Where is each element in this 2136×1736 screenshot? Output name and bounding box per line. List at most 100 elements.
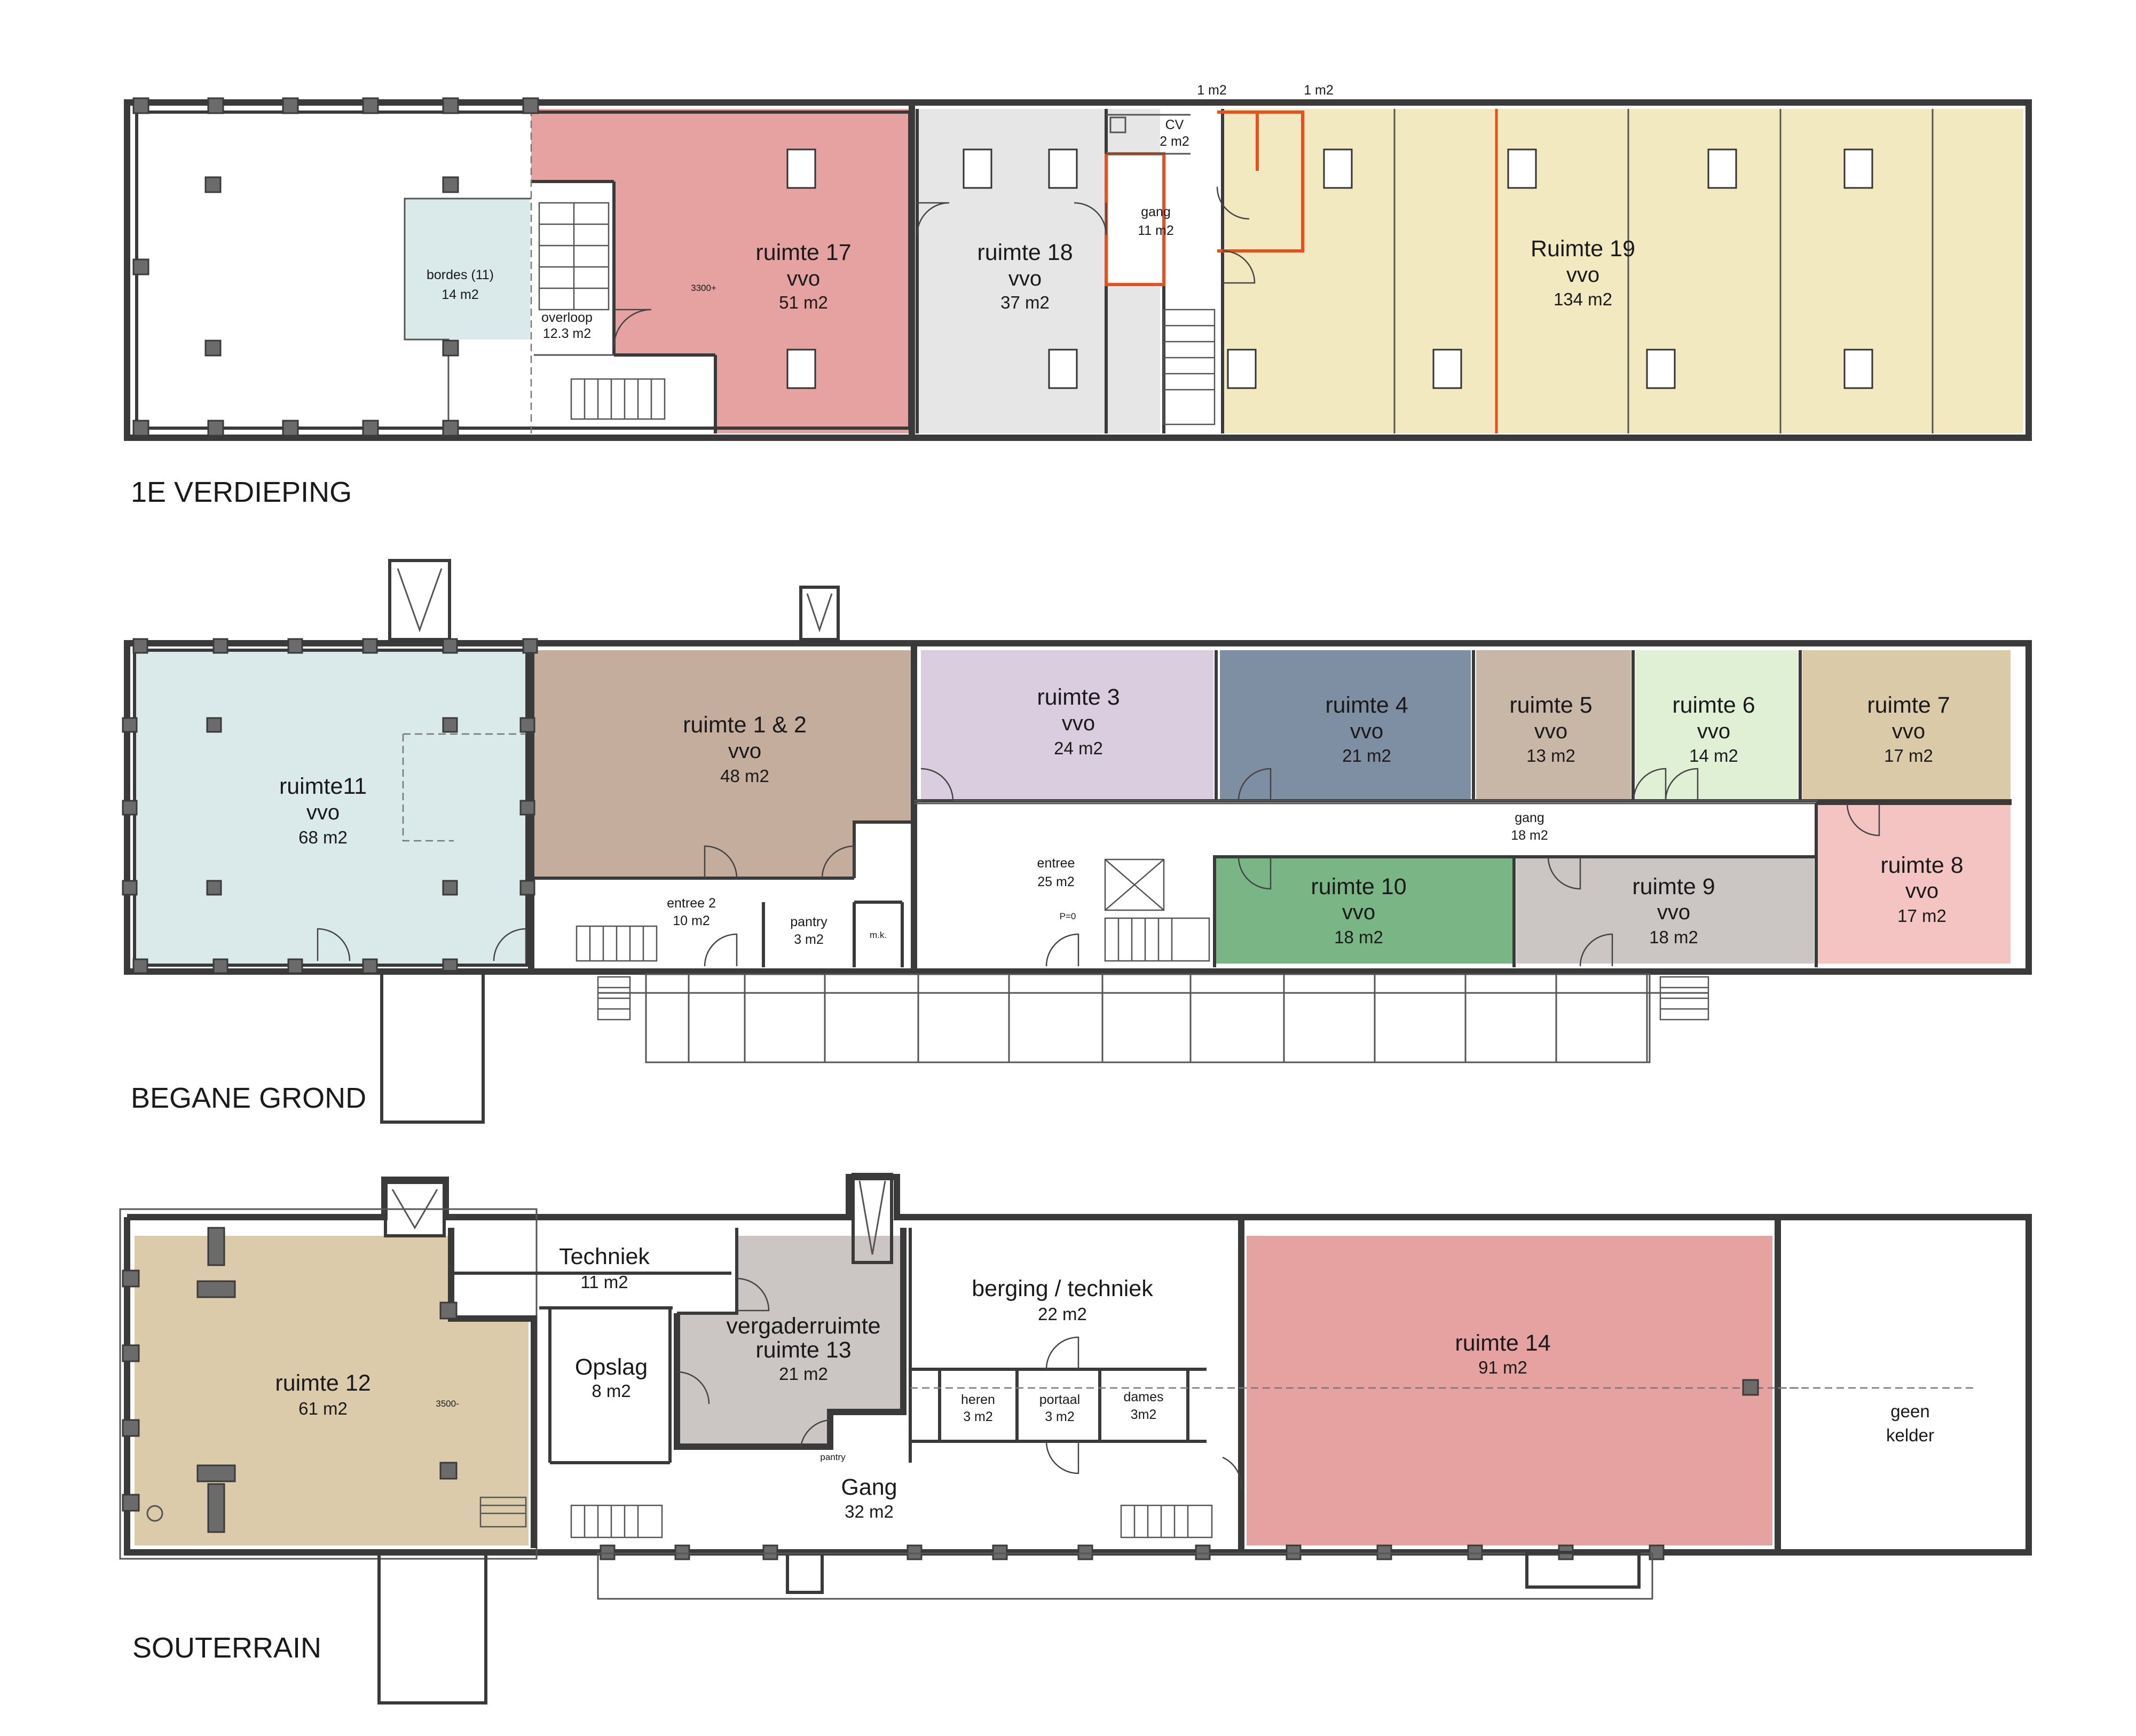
toilet-a-area: 1 m2 <box>1197 83 1227 98</box>
ruimte-4-area: 21 m2 <box>1342 746 1391 766</box>
ruimte-12-name: ruimte 12 <box>275 1370 371 1396</box>
portaal-name: portaal <box>1039 1392 1080 1407</box>
ruimte-18-use: vvo <box>1008 267 1042 290</box>
room-fill-ruimte-3 <box>921 650 1213 801</box>
overloop-area: 12.3 m2 <box>543 326 591 341</box>
dames-area: 3m2 <box>1131 1407 1157 1422</box>
opslag-area: 8 m2 <box>592 1381 630 1401</box>
ground-floor-title: BEGANE GROND <box>131 1082 366 1114</box>
room-fill-ruimte-19 <box>1223 109 2023 433</box>
room-fill-ruimte-7 <box>1802 650 2011 801</box>
ruimte11-area: 68 m2 <box>298 827 348 847</box>
ruimte-19-use: vvo <box>1566 263 1599 287</box>
ruimte-6-area: 14 m2 <box>1689 746 1738 766</box>
portaal-area: 3 m2 <box>1045 1409 1075 1424</box>
gang-basement-name: Gang <box>841 1474 897 1500</box>
ruimte-14-name: ruimte 14 <box>1455 1330 1550 1356</box>
ruimte-10-name: ruimte 10 <box>1311 874 1406 899</box>
ruimte-7-area: 17 m2 <box>1884 746 1933 766</box>
first-floor-plan: 1E VERDIEPING ruimte 17 vvo 51 m2 3300+ … <box>124 83 2032 508</box>
ruimte-4-name: ruimte 4 <box>1325 692 1408 718</box>
heren-area: 3 m2 <box>963 1409 993 1424</box>
gang-ground-name: gang <box>1515 810 1544 825</box>
ruimte-17-height-note: 3300+ <box>691 283 716 293</box>
ruimte-8-name: ruimte 8 <box>1880 853 1963 878</box>
meterkast-label: m.k. <box>870 930 887 940</box>
berging-area: 22 m2 <box>1038 1304 1087 1324</box>
ground-floor-stairs <box>576 858 1709 1021</box>
pantry-ground-name: pantry <box>790 914 827 929</box>
ruimte-17-use: vvo <box>787 267 820 290</box>
ruimte-9-name: ruimte 9 <box>1632 874 1715 899</box>
ruimte-1-2-name: ruimte 1 & 2 <box>683 712 807 738</box>
geen-kelder-line-1: geen <box>1890 1401 1929 1421</box>
room-fill-bordes <box>405 199 530 340</box>
entree-2-name: entree 2 <box>667 896 716 911</box>
ruimte-7-use: vvo <box>1892 720 1925 743</box>
gang-ground-area: 18 m2 <box>1511 828 1548 843</box>
overloop-name: overloop <box>541 310 593 325</box>
ruimte-3-name: ruimte 3 <box>1037 684 1120 710</box>
basement-title: SOUTERRAIN <box>132 1632 321 1664</box>
gang-first-name: gang <box>1141 204 1171 219</box>
berging-name: berging / techniek <box>972 1276 1153 1301</box>
ruimte-8-area: 17 m2 <box>1897 906 1946 926</box>
toilet-b-area: 1 m2 <box>1304 83 1334 98</box>
pantry-ground-area: 3 m2 <box>794 932 824 947</box>
entree-name: entree <box>1037 856 1075 871</box>
ruimte-4-use: vvo <box>1350 720 1383 743</box>
ruimte-17-name: ruimte 17 <box>755 240 851 265</box>
room-fill-ruimte-14 <box>1247 1236 1772 1545</box>
ruimte-13-area: 21 m2 <box>779 1364 828 1384</box>
ruimte-3-use: vvo <box>1062 712 1095 735</box>
ruimte-17-area: 51 m2 <box>779 293 828 312</box>
room-fill-ruimte-17 <box>531 109 912 433</box>
dames-name: dames <box>1123 1390 1163 1404</box>
ruimte-9-use: vvo <box>1657 901 1690 924</box>
ruimte11-use: vvo <box>306 801 340 824</box>
ruimte-1-2-use: vvo <box>728 739 761 763</box>
entree-2-area: 10 m2 <box>673 913 710 928</box>
first-floor-pillars <box>132 97 539 437</box>
ruimte-1-2-area: 48 m2 <box>720 766 769 786</box>
room-fill-ruimte-4 <box>1220 650 1471 801</box>
room-fill-ruimte-1-2 <box>531 650 912 878</box>
ruimte-12-area: 61 m2 <box>298 1399 348 1418</box>
bordes-area: 14 m2 <box>442 287 478 302</box>
geen-kelder-line-2: kelder <box>1886 1425 1934 1445</box>
ruimte-5-use: vvo <box>1534 720 1567 743</box>
ruimte-13-name-2: ruimte 13 <box>755 1337 851 1363</box>
ruimte-13-name: vergaderruimte <box>726 1313 880 1339</box>
ruimte-10-area: 18 m2 <box>1334 927 1383 947</box>
room-fill-ruimte-5 <box>1476 650 1631 801</box>
ruimte-19-name: Ruimte 19 <box>1531 236 1635 262</box>
room-fill-ruimte-6 <box>1635 650 1798 801</box>
heren-name: heren <box>961 1392 995 1407</box>
entree-level-note: P=0 <box>1060 911 1076 921</box>
room-fill-ruimte-9 <box>1516 857 1814 964</box>
basement-plan: SOUTERRAIN ruimte 12 61 m2 3500- Technie… <box>119 1173 2032 1705</box>
entree-area: 25 m2 <box>1037 874 1074 889</box>
room-fill-ruimte-10 <box>1215 857 1512 964</box>
ruimte-12-height-note: 3500- <box>436 1399 459 1409</box>
ruimte-8-use: vvo <box>1905 879 1938 903</box>
basement-stairs <box>479 1496 1213 1538</box>
pantry-basement-label: pantry <box>820 1452 846 1462</box>
ruimte-10-use: vvo <box>1342 901 1375 924</box>
ruimte-18-area: 37 m2 <box>1000 293 1050 312</box>
first-floor-title: 1E VERDIEPING <box>131 476 352 508</box>
ruimte-6-use: vvo <box>1697 720 1730 743</box>
gang-first-area: 11 m2 <box>1138 223 1174 238</box>
gang-basement-area: 32 m2 <box>845 1502 894 1521</box>
ruimte-6-name: ruimte 6 <box>1672 692 1755 718</box>
ruimte-5-area: 13 m2 <box>1526 746 1575 766</box>
techniek-area: 11 m2 <box>580 1272 628 1292</box>
ground-floor-plan: BEGANE GROND ruimte11 vvo 68 m2 ruimte 1… <box>122 559 2032 1124</box>
first-floor-stairs <box>538 202 1216 425</box>
techniek-name: Techniek <box>559 1244 650 1269</box>
cv-name: CV <box>1165 117 1184 132</box>
room-fill-ruimte-8 <box>1818 803 2011 964</box>
basement-pillars <box>122 1227 1759 1560</box>
room-fill-ruimte11 <box>135 650 527 965</box>
